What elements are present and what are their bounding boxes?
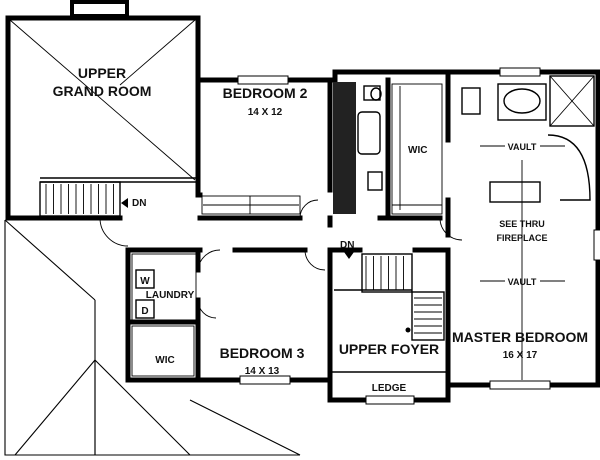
master-bath	[461, 75, 595, 201]
stair-left	[39, 181, 121, 217]
bedroom3-size: 14 X 13	[245, 366, 280, 377]
ledge-label: LEDGE	[372, 383, 407, 394]
chimney	[70, 0, 129, 18]
grand-room-label-1: UPPER	[78, 65, 126, 81]
roof-lines	[4, 219, 301, 456]
bath-tile-floor	[333, 82, 356, 214]
closet-shelves-bedroom2	[201, 195, 301, 215]
washer-label: W	[140, 276, 150, 287]
master-size: 16 X 17	[503, 350, 538, 361]
bath-fixtures	[357, 85, 383, 191]
stair-dn-left: DN	[132, 198, 146, 209]
windows	[237, 67, 600, 405]
wic-bottom-shelves	[131, 325, 195, 377]
bedroom2-size: 14 X 12	[248, 107, 283, 118]
stair-dn-center: DN	[340, 240, 354, 251]
vault-top-label: VAULT	[508, 142, 537, 152]
upper-grand-room	[5, 15, 201, 221]
stair-center	[334, 253, 445, 341]
wic-bottom-label: WIC	[155, 355, 174, 366]
arrow-left-icon	[121, 198, 128, 208]
fireplace-box	[489, 181, 541, 203]
wic-top-label: WIC	[408, 145, 427, 156]
master-name: MASTER BEDROOM	[452, 329, 588, 345]
interior-walls	[125, 69, 451, 388]
laundry-label: LAUNDRY	[146, 290, 195, 301]
bedroom3-name: BEDROOM 3	[220, 345, 305, 361]
vault-bottom-label: VAULT	[508, 277, 537, 287]
upper-foyer-label: UPPER FOYER	[339, 341, 439, 357]
laundry-room	[131, 253, 197, 321]
dryer-label: D	[141, 306, 148, 317]
arrow-down-icon	[344, 252, 354, 259]
wic-top-shelves	[391, 83, 443, 215]
grand-room-label-2: GRAND ROOM	[53, 83, 152, 99]
door-swings	[99, 199, 463, 319]
bedroom2-name: BEDROOM 2	[223, 85, 308, 101]
